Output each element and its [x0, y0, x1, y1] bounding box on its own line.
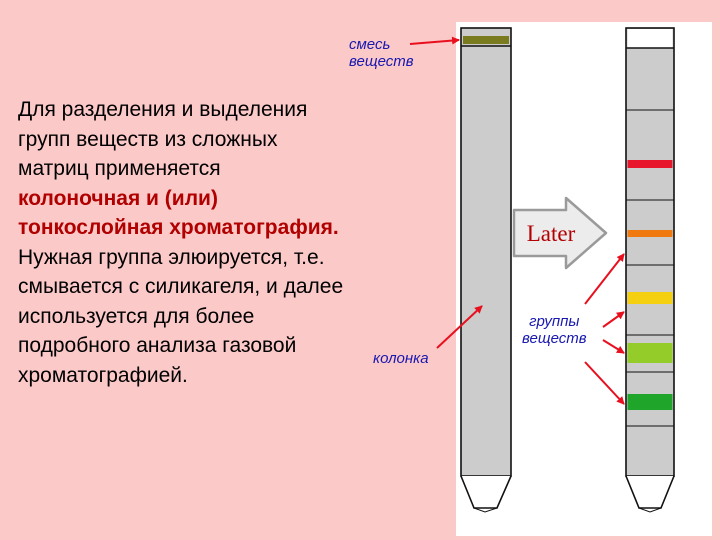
body-line-emphasis: колоночная и (или): [18, 186, 218, 210]
body-line: хроматографией.: [18, 363, 188, 387]
arrow-to-band: [584, 361, 625, 405]
later-arrow-shape: [512, 196, 608, 270]
arrow-to-band: [602, 339, 625, 354]
column-body: [460, 27, 512, 477]
column-tip-base: [473, 507, 498, 513]
label-mixture: смесь веществ: [349, 36, 414, 70]
label-column: колонка: [373, 350, 429, 367]
band-light-green: [627, 343, 673, 363]
label-mixture-line: веществ: [349, 53, 414, 70]
band-green: [627, 394, 673, 410]
label-groups-line: веществ: [522, 330, 587, 347]
column-before: [460, 27, 512, 513]
body-text: Для разделения и выделения групп веществ…: [18, 95, 438, 390]
mixture-band: [463, 36, 509, 44]
arrow-to-mixture: [409, 36, 460, 45]
column-top-empty: [627, 29, 673, 48]
column-tip: [460, 475, 512, 509]
body-line: подробного анализа газовой: [18, 334, 297, 357]
later-arrow-label: Later: [527, 221, 576, 246]
label-mixture-line: смесь: [349, 36, 391, 53]
arrow-to-column: [436, 305, 483, 349]
band-orange: [627, 230, 673, 237]
arrow-to-band: [602, 311, 625, 328]
arrow-to-band: [584, 253, 625, 305]
column-after: [625, 27, 675, 513]
body-line: Для разделения и выделения: [18, 98, 308, 121]
body-line: смывается с силикагеля, и далее: [18, 275, 344, 298]
column-tip-base: [638, 507, 662, 513]
band-red: [627, 160, 673, 168]
band-yellow: [627, 292, 673, 304]
later-arrow: Later: [512, 196, 608, 270]
label-groups-line: группы: [529, 313, 580, 330]
body-line: матриц применяется: [18, 157, 221, 180]
label-groups: группы веществ: [522, 313, 587, 347]
body-line: групп веществ из сложных: [18, 127, 278, 151]
column-tip: [625, 475, 675, 509]
body-line: Нужная группа элюируется, т.е.: [18, 245, 325, 269]
body-line: используется для более: [18, 304, 255, 328]
annotation-arrows: [409, 36, 625, 405]
body-line-emphasis: тонкослойная хроматография.: [18, 216, 339, 239]
